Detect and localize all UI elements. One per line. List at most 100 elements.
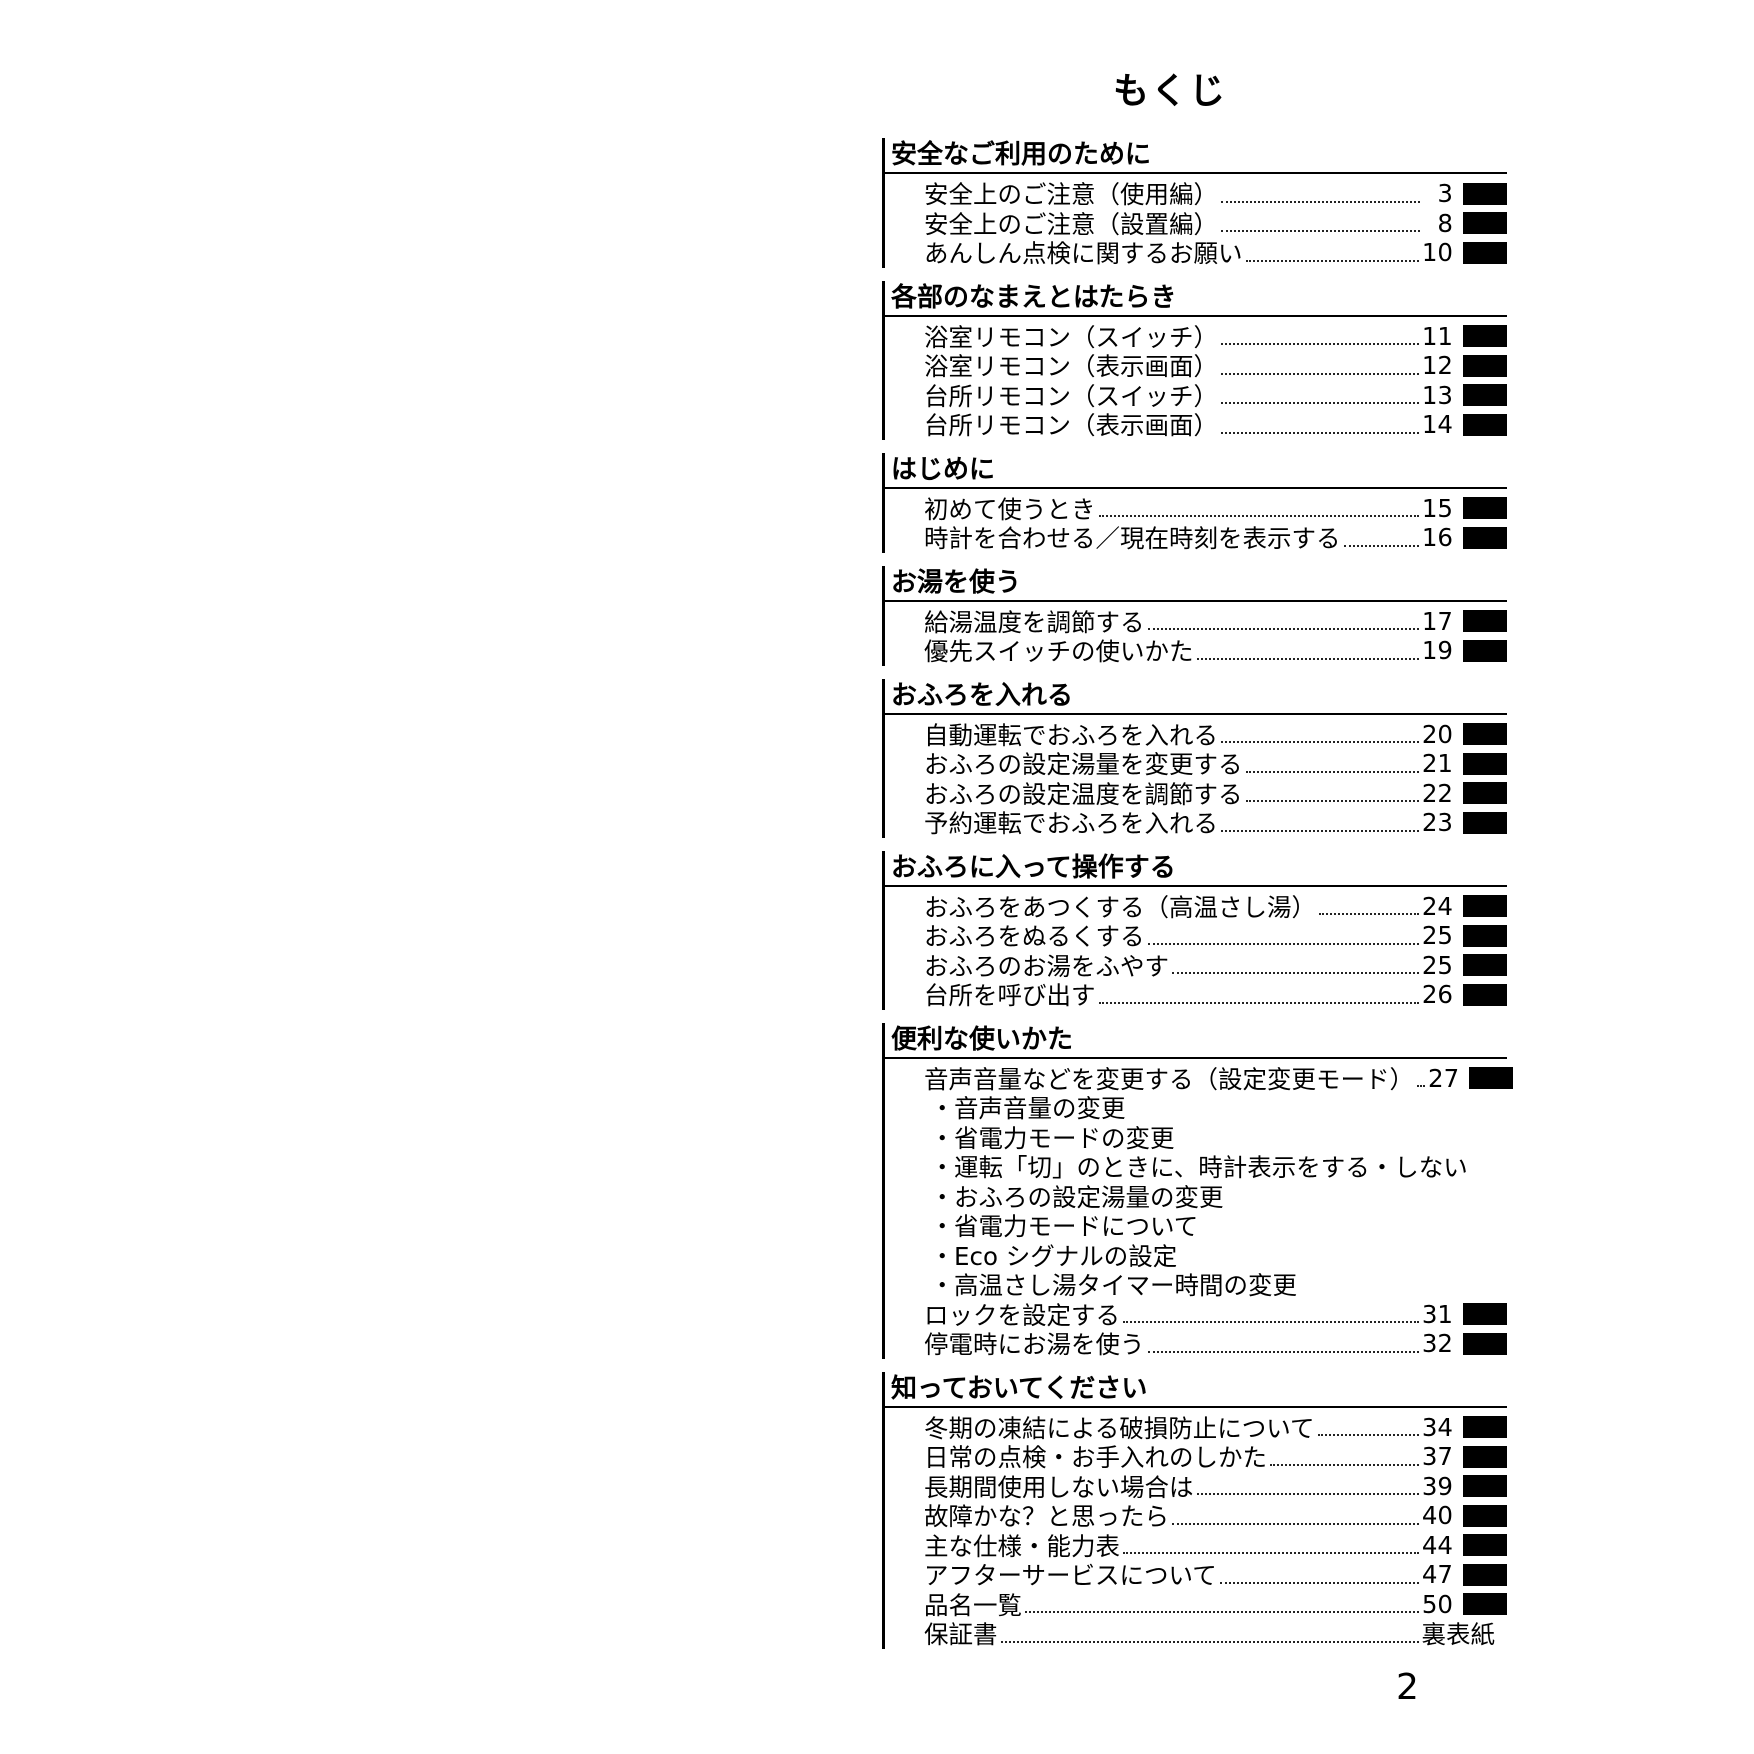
entry-label: 台所を呼び出す: [924, 981, 1096, 1011]
index-tab-marker: [1463, 782, 1507, 805]
index-tab-marker: [1463, 354, 1507, 377]
entry-label: アフターサービスについて: [924, 1561, 1217, 1591]
dot-leader: [1196, 657, 1419, 660]
entry-page-number: 39: [1421, 1471, 1453, 1501]
index-tab-marker: [1463, 325, 1507, 348]
dot-leader: [1000, 1640, 1419, 1643]
entry-label: 安全上のご注意（設置編）: [924, 209, 1218, 239]
entry-label: 浴室リモコン（表示画面）: [924, 352, 1218, 382]
toc-entry: 安全上のご注意（設置編）8: [885, 209, 1507, 239]
entry-label: 故障かな？と思ったら: [924, 1502, 1169, 1532]
entry-page-number: 16: [1421, 523, 1453, 553]
dot-leader: [1221, 431, 1419, 434]
entry-page-number: 25: [1421, 921, 1453, 951]
index-tab-marker: [1463, 497, 1507, 520]
dot-leader: [1245, 259, 1419, 262]
dot-leader: [1147, 1350, 1419, 1353]
bullet-mark: ・: [930, 1241, 955, 1271]
index-tab-marker: [1463, 1475, 1507, 1498]
entry-label: 浴室リモコン（スイッチ）: [924, 322, 1218, 352]
entry-label: おふろの設定温度を調節する: [924, 779, 1243, 809]
entry-page-number: 47: [1421, 1560, 1453, 1590]
dot-leader: [1221, 230, 1420, 233]
entry-page-number: 12: [1421, 351, 1453, 381]
entry-page-number: 21: [1421, 749, 1453, 779]
dot-leader: [1172, 972, 1419, 975]
toc-subitem: ・音声音量の変更: [885, 1093, 1507, 1123]
dot-leader: [1123, 1552, 1419, 1555]
index-tab-marker: [1463, 1303, 1507, 1326]
entry-page-number: 24: [1421, 891, 1453, 921]
bullet-mark: ・: [930, 1153, 955, 1183]
section-heading: おふろを入れる: [885, 679, 1507, 715]
toc-entry: 品名一覧 50: [885, 1590, 1507, 1620]
toc-subitem: ・運転「切」のときに、時計表示をする・しない: [885, 1152, 1507, 1182]
dot-leader: [1270, 1463, 1419, 1466]
toc-entry: 台所リモコン（表示画面）14: [885, 410, 1507, 440]
toc-subitem: ・省電力モードについて: [885, 1211, 1507, 1241]
toc-entry: 予約運転でおふろを入れる 23: [885, 808, 1507, 838]
bullet-mark: ・: [930, 1123, 955, 1153]
dot-leader: [1417, 1085, 1425, 1088]
entry-page-number: 37: [1421, 1442, 1453, 1472]
dot-leader: [1221, 829, 1419, 832]
entry-page-number: 17: [1421, 606, 1453, 636]
toc-subitem: ・おふろの設定湯量の変更: [885, 1182, 1507, 1212]
entry-page-number: 23: [1421, 808, 1453, 838]
bullet-mark: ・: [930, 1182, 955, 1212]
subitem-label: 運転「切」のときに、時計表示をする・しない: [954, 1153, 1468, 1183]
index-tab-marker: [1463, 182, 1507, 205]
index-tab-marker: [1463, 924, 1507, 947]
bullet-mark: ・: [930, 1271, 955, 1301]
entry-label: おふろをあつくする（高温さし湯）: [924, 892, 1316, 922]
entry-label: 長期間使用しない場合は: [924, 1472, 1194, 1502]
section-heading: はじめに: [885, 453, 1507, 489]
toc-entry: おふろの設定湯量を変更する 21: [885, 749, 1507, 779]
index-tab-marker: [1463, 983, 1507, 1006]
entry-label: 主な仕様・能力表: [924, 1531, 1120, 1561]
index-tab-marker: [1463, 1332, 1507, 1355]
entry-label: 予約運転でおふろを入れる: [924, 809, 1218, 839]
bullet-mark: ・: [930, 1212, 955, 1242]
entry-page-number: 19: [1421, 636, 1453, 666]
index-tab-marker: [1463, 241, 1507, 264]
dot-leader: [1317, 1434, 1419, 1437]
section-heading: 便利な使いかた: [885, 1023, 1507, 1059]
dot-leader: [1196, 1493, 1419, 1496]
toc-section: 便利な使いかた音声音量などを変更する（設定変更モード）27・音声音量の変更・省電…: [882, 1022, 1514, 1359]
subitem-label: 音声音量の変更: [954, 1094, 1126, 1124]
entry-label: 冬期の凍結による破損防止について: [924, 1413, 1315, 1443]
entry-page-number: 31: [1421, 1299, 1453, 1329]
subitem-label: 高温さし湯タイマー時間の変更: [954, 1271, 1297, 1301]
index-tab-marker: [1463, 752, 1507, 775]
bullet-mark: ・: [930, 1094, 955, 1124]
entry-label: 品名一覧: [924, 1590, 1022, 1620]
dot-leader: [1098, 515, 1419, 518]
dot-leader: [1245, 800, 1419, 803]
section-heading: おふろに入って操作する: [885, 851, 1507, 887]
index-tab-marker: [1469, 1067, 1514, 1090]
entry-page-number: 27: [1428, 1063, 1460, 1093]
index-tab-marker: [1463, 1534, 1507, 1557]
entry-label: おふろの設定湯量を変更する: [924, 750, 1243, 780]
entry-page-number: 11: [1421, 321, 1453, 351]
subitem-label: 省電力モードについて: [954, 1212, 1199, 1242]
entry-page-number: 22: [1421, 778, 1453, 808]
entry-page-number: 34: [1421, 1412, 1453, 1442]
entry-page-number: 50: [1421, 1589, 1453, 1619]
toc-subitem: ・Eco シグナルの設定: [885, 1241, 1507, 1271]
